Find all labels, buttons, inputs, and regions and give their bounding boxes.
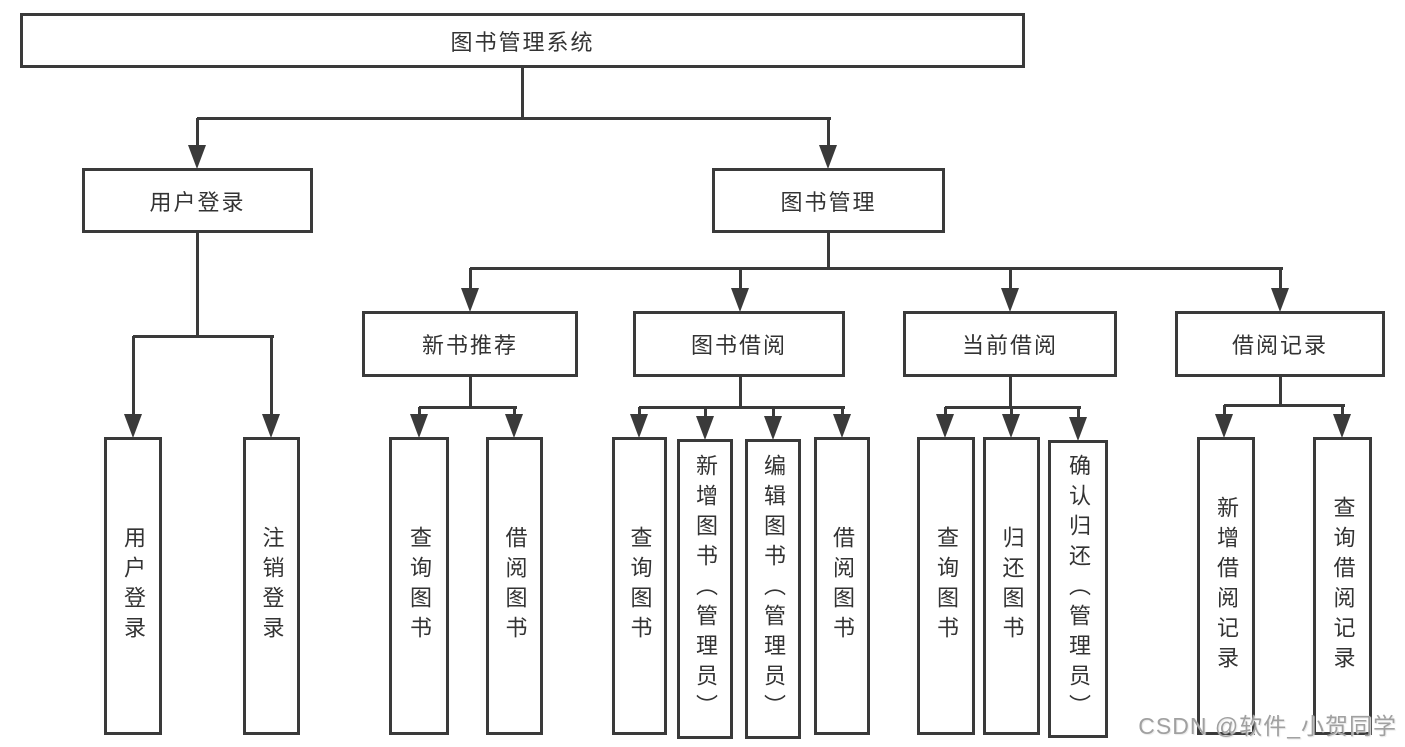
connector-line <box>840 407 844 420</box>
connector-line <box>771 407 775 422</box>
connector-line <box>738 377 742 407</box>
node-borrowing-records-label: 借阅记录 <box>1231 333 1328 358</box>
arrow-down-icon <box>731 288 749 312</box>
node-user-login-label: 用户登录 <box>149 189 246 215</box>
connector-line <box>703 407 707 422</box>
leaf-return-books-label: 归还图书 <box>999 526 1025 646</box>
connector-line <box>637 407 641 420</box>
node-current-borrowing-label: 当前借阅 <box>961 333 1058 358</box>
arrow-down-icon <box>262 414 280 438</box>
leaf-query-books-recommend: 查询图书 <box>389 437 449 735</box>
leaf-confirm-return-admin-label: 确认归还（管理员） <box>1066 454 1091 724</box>
connector-line <box>639 405 845 409</box>
connector-line <box>1009 407 1013 420</box>
connector-line <box>131 336 135 420</box>
arrow-down-icon <box>764 416 782 440</box>
connector-line <box>133 334 274 338</box>
arrow-down-icon <box>936 414 954 438</box>
connector-line <box>195 118 199 150</box>
connector-line <box>512 407 516 420</box>
leaf-logout-login-label: 注销登录 <box>259 526 285 646</box>
connector-line <box>1076 407 1080 423</box>
arrow-down-icon <box>833 414 851 438</box>
arrow-down-icon <box>188 145 206 169</box>
node-library-system-label: 图书管理系统 <box>450 29 595 55</box>
leaf-user-login: 用户登录 <box>104 437 162 735</box>
watermark: CSDN @软件_小贺同学 <box>1138 713 1397 739</box>
leaf-query-books-borrowing-label: 查询图书 <box>627 526 653 646</box>
arrow-down-icon <box>124 414 142 438</box>
leaf-confirm-return-admin: 确认归还（管理员） <box>1048 440 1108 738</box>
connector-line <box>468 268 472 294</box>
connector-line <box>1278 377 1282 405</box>
arrow-down-icon <box>1271 288 1289 312</box>
node-borrowing-records: 借阅记录 <box>1175 311 1385 377</box>
connector-line <box>468 377 472 407</box>
node-book-management-label: 图书管理 <box>780 189 877 215</box>
leaf-borrow-books-borrowing: 借阅图书 <box>814 437 870 735</box>
connector-line <box>945 405 1081 409</box>
arrow-down-icon <box>1333 414 1351 438</box>
node-book-management: 图书管理 <box>712 168 945 233</box>
leaf-add-books-admin-label: 新增图书（管理员） <box>693 454 718 724</box>
arrow-down-icon <box>461 288 479 312</box>
arrow-down-icon <box>1002 414 1020 438</box>
node-book-borrowing-label: 图书借阅 <box>690 333 787 358</box>
node-user-login: 用户登录 <box>82 168 313 233</box>
connector-line <box>419 405 517 409</box>
arrow-down-icon <box>630 414 648 438</box>
leaf-add-borrow-record-label: 新增借阅记录 <box>1214 496 1239 676</box>
connector-line <box>520 68 524 118</box>
connector-line <box>1278 268 1282 294</box>
connector-line <box>943 407 947 420</box>
leaf-query-borrow-record: 查询借阅记录 <box>1313 437 1372 735</box>
leaf-borrow-books-borrowing-label: 借阅图书 <box>830 526 855 646</box>
arrow-down-icon <box>1001 288 1019 312</box>
connector-line <box>826 233 830 268</box>
arrow-down-icon <box>1215 414 1233 438</box>
connector-line <box>417 407 421 420</box>
connector-line <box>197 116 831 120</box>
node-book-borrowing: 图书借阅 <box>633 311 845 377</box>
leaf-edit-books-admin: 编辑图书（管理员） <box>745 439 801 739</box>
node-new-book-recommend-label: 新书推荐 <box>421 333 518 358</box>
arrow-down-icon <box>696 416 714 440</box>
leaf-edit-books-admin-label: 编辑图书（管理员） <box>761 454 786 724</box>
leaf-add-borrow-record: 新增借阅记录 <box>1197 437 1255 735</box>
connector-line <box>826 118 830 150</box>
arrow-down-icon <box>505 414 523 438</box>
leaf-return-books: 归还图书 <box>983 437 1040 735</box>
leaf-borrow-books-recommend: 借阅图书 <box>486 437 543 735</box>
connector-line <box>470 266 1283 270</box>
arrow-down-icon <box>410 414 428 438</box>
leaf-logout-login: 注销登录 <box>243 437 300 735</box>
leaf-query-books-current: 查询图书 <box>917 437 975 735</box>
connector-line <box>195 233 199 336</box>
node-library-system: 图书管理系统 <box>20 13 1025 68</box>
connector-line <box>1224 403 1345 407</box>
connector-line <box>1340 405 1344 420</box>
arrow-down-icon <box>819 145 837 169</box>
node-current-borrowing: 当前借阅 <box>903 311 1117 377</box>
connector-line <box>269 336 273 420</box>
leaf-query-books-current-label: 查询图书 <box>934 526 959 646</box>
leaf-query-borrow-record-label: 查询借阅记录 <box>1330 496 1356 676</box>
node-new-book-recommend: 新书推荐 <box>362 311 578 377</box>
connector-line <box>1008 268 1012 294</box>
leaf-query-books-recommend-label: 查询图书 <box>407 526 432 646</box>
leaf-add-books-admin: 新增图书（管理员） <box>677 439 733 739</box>
connector-line <box>1222 405 1226 420</box>
connector-line <box>738 268 742 294</box>
arrow-down-icon <box>1069 417 1087 441</box>
connector-line <box>1008 377 1012 407</box>
leaf-borrow-books-recommend-label: 借阅图书 <box>502 526 528 646</box>
leaf-user-login-label: 用户登录 <box>121 526 146 646</box>
leaf-query-books-borrowing: 查询图书 <box>612 437 667 735</box>
